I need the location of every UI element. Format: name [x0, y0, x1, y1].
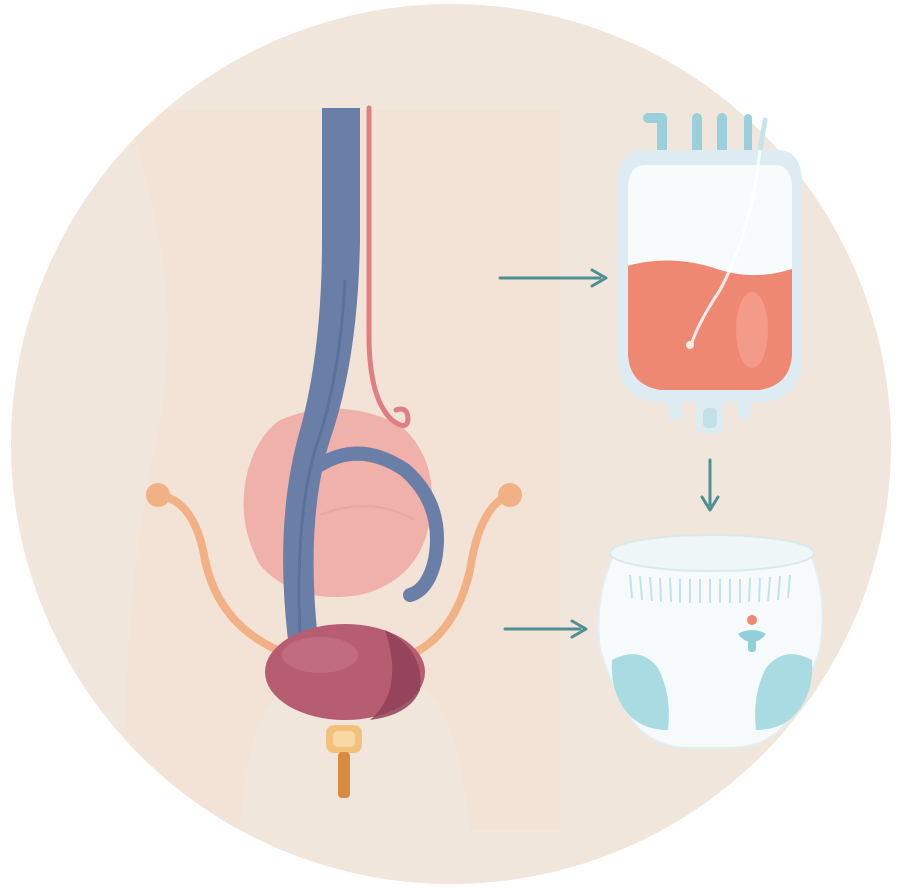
bag-fluid	[620, 260, 800, 400]
diaper-indicator-dot	[747, 615, 757, 625]
organ-pink	[244, 409, 432, 597]
kidney-dot-left	[146, 483, 170, 507]
kidney-dot-right	[498, 483, 522, 507]
urine-collection-bag-icon	[618, 118, 802, 434]
adult-diaper-icon	[599, 535, 823, 748]
diaper-waistband	[610, 535, 814, 571]
urethra-tube	[338, 752, 350, 798]
